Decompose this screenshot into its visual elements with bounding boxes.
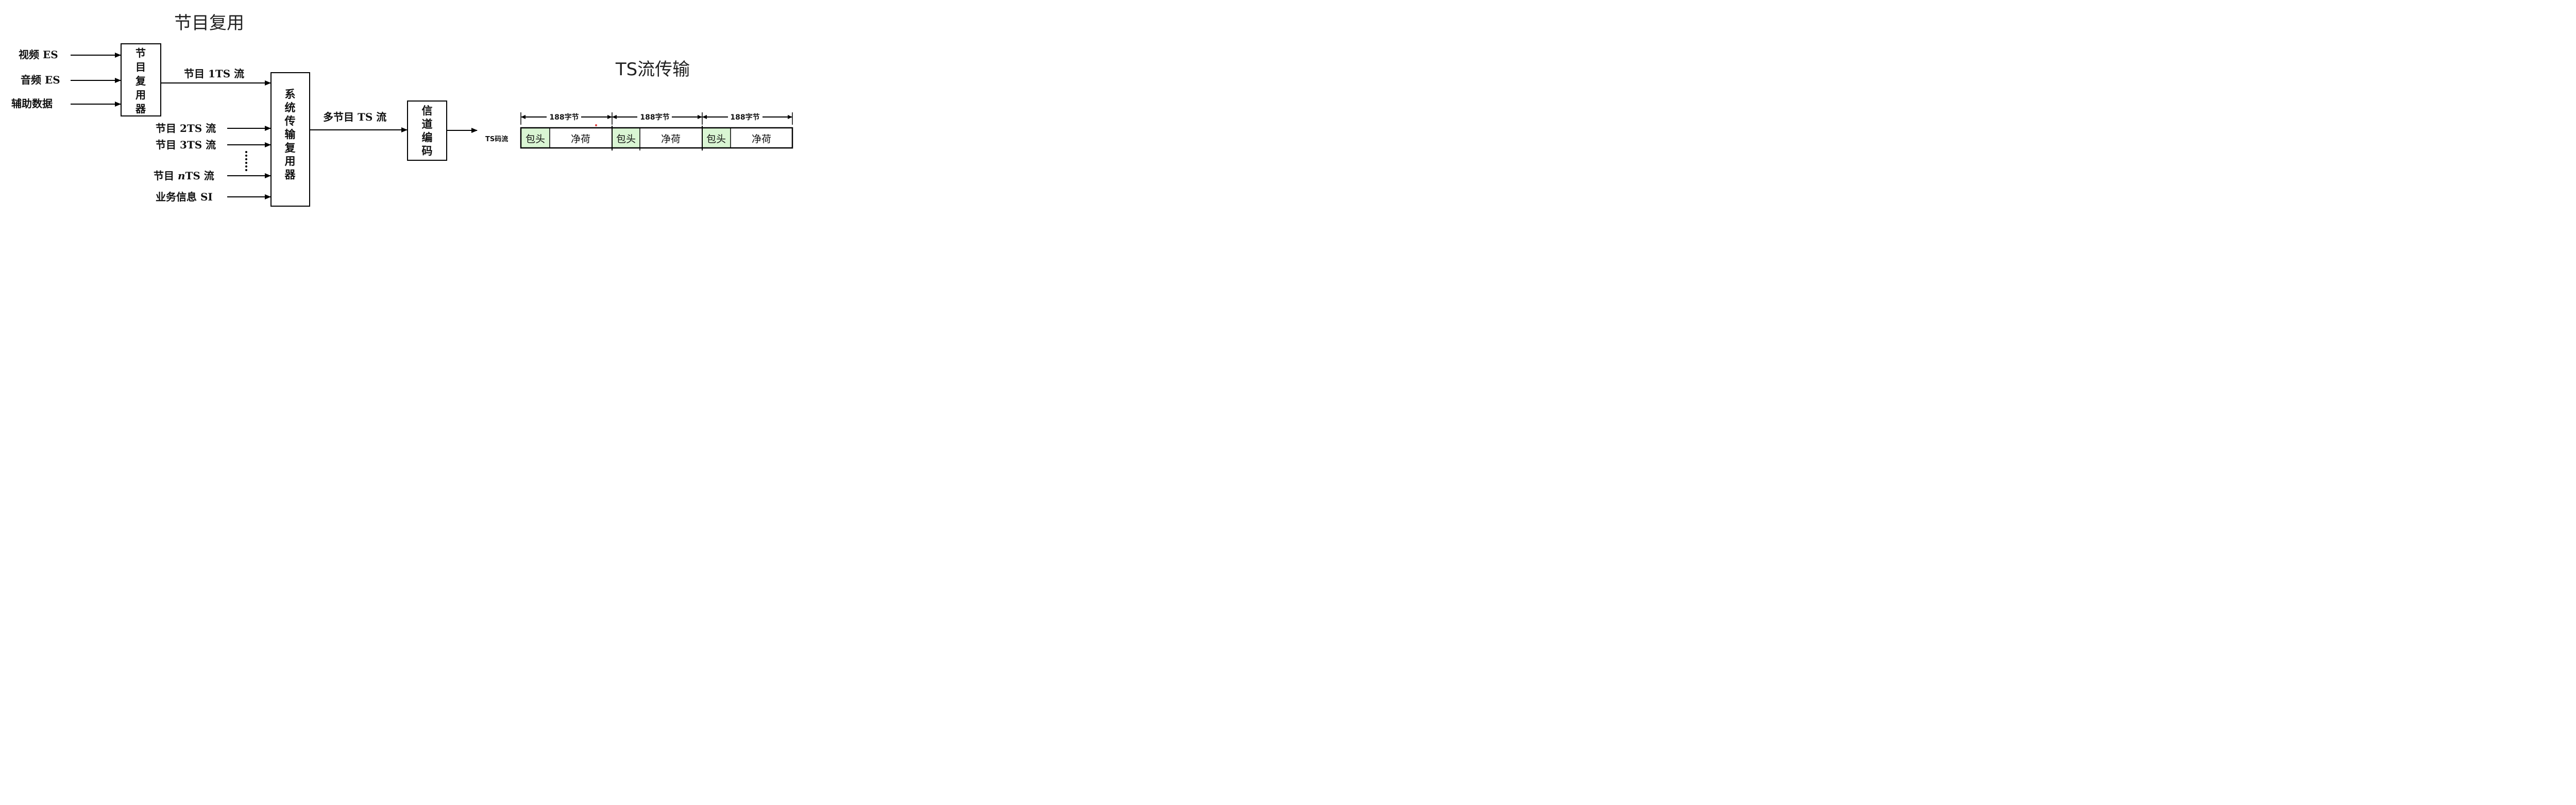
channel-coding-char: 道 [422, 118, 433, 130]
packet-payload-cell [731, 128, 792, 148]
packet-size-label: 188字节 [730, 113, 759, 122]
ellipsis-dot [245, 155, 247, 157]
ellipsis-dot [245, 151, 247, 153]
system-mux-char: 系 [285, 88, 296, 100]
ts-multiplex-diagram: 节目复用 TS流传输 视频 ES 音频 ES 辅助数据 节 目 复 用 器 节目… [11, 13, 793, 207]
ellipsis-dot [245, 158, 247, 160]
program-2-ts-label: 节目 2TS 流 [156, 122, 216, 135]
program-n-ts-label: 节目 nTS 流 [154, 170, 214, 182]
aux-data-label: 辅助数据 [11, 97, 53, 110]
program-3-ts-label: 节目 3TS 流 [156, 139, 216, 151]
program-mux-char: 用 [135, 89, 146, 101]
packet-header-cell [521, 128, 550, 148]
audio-es-label: 音频 ES [21, 74, 60, 86]
service-info-si-label: 业务信息 SI [156, 191, 213, 203]
ellipsis-dots [245, 151, 247, 171]
program-mux-char: 复 [135, 75, 146, 87]
program-mux-char: 节 [135, 47, 146, 59]
packet-size-label: 188字节 [549, 113, 579, 122]
packet-header-label: 包头 [616, 133, 636, 145]
system-mux-char: 统 [285, 101, 296, 114]
ts-stream-label: TS码流 [485, 135, 508, 143]
packet-payload-label: 净荷 [571, 133, 590, 145]
ts-transport-title: TS流传输 [615, 59, 690, 80]
ellipsis-dot [245, 169, 247, 171]
packet-borders [520, 126, 793, 150]
packet-header-label: 包头 [526, 133, 545, 145]
packet-header-cell [612, 128, 640, 148]
channel-coding-char: 编 [422, 131, 433, 144]
packet-payload-cell [640, 128, 702, 148]
packet-payload-label: 净荷 [661, 133, 681, 145]
program-mux-box [121, 43, 161, 116]
system-mux-box [270, 72, 310, 207]
program-mux-label: 节 目 复 用 器 [135, 47, 146, 115]
packet-size-dimensions: 188字节 188字节 188字节 [520, 112, 793, 125]
program-1-ts-label: 节目 1TS 流 [184, 68, 244, 80]
program-n-var: n [178, 170, 185, 182]
packet-payload-label: 净荷 [752, 133, 771, 145]
channel-coding-box [407, 100, 447, 161]
ellipsis-dot [245, 165, 247, 167]
ts-stream-outline [520, 127, 793, 149]
channel-coding-label: 信 道 编 码 [422, 104, 433, 157]
system-mux-label: 系 统 传 输 复 用 器 [284, 88, 296, 181]
program-mux-char: 目 [135, 61, 146, 73]
system-mux-char: 传 [284, 114, 296, 127]
system-mux-char: 用 [285, 155, 296, 167]
program-mux-title: 节目复用 [174, 13, 244, 33]
channel-coding-char: 信 [422, 104, 433, 117]
video-es-label: 视频 ES [19, 48, 58, 61]
red-dot-mark [595, 124, 597, 126]
multi-program-ts-label: 多节目 TS 流 [323, 111, 386, 123]
packet-payload-cell [550, 128, 612, 148]
system-mux-char: 输 [285, 128, 296, 141]
packet-header-label: 包头 [706, 133, 726, 145]
packet-header-cell [702, 128, 731, 148]
channel-coding-char: 码 [422, 144, 433, 157]
ellipsis-dot [245, 162, 247, 164]
program-mux-char: 器 [135, 103, 146, 115]
system-mux-char: 复 [284, 141, 296, 154]
program-n-prefix: 节目 [154, 170, 178, 182]
system-mux-char: 器 [284, 168, 296, 181]
packet-size-label: 188字节 [640, 113, 669, 122]
program-n-suffix: TS 流 [185, 170, 214, 182]
